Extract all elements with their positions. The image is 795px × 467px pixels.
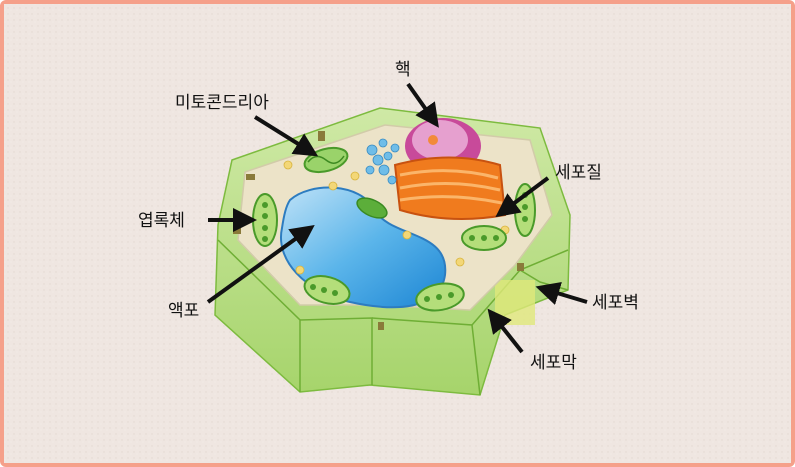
chloroplast <box>252 193 278 247</box>
endoplasmic-reticulum <box>393 156 507 220</box>
cell-wall-arrow <box>535 281 588 305</box>
chloroplast <box>461 225 507 251</box>
cell-membrane-arrow <box>487 308 524 354</box>
mitochondria-arrow <box>253 115 319 157</box>
nucleus-arrow <box>406 82 439 128</box>
vacuole-arrow <box>206 224 315 304</box>
chloroplast <box>356 197 388 219</box>
cytoplasm-arrow <box>495 176 550 218</box>
label-mitochondria: 미토콘드리아 <box>175 93 269 113</box>
label-chloroplast: 엽록체 <box>138 211 185 231</box>
chloroplasts <box>252 183 536 312</box>
golgi-apparatus <box>365 138 400 185</box>
label-cytoplasm: 세포질 <box>555 163 602 183</box>
label-vacuole: 액포 <box>168 301 199 321</box>
pointer-arrows <box>206 82 588 354</box>
chloroplast <box>303 275 351 305</box>
label-cell-wall: 세포벽 <box>592 293 639 313</box>
label-cell-membrane: 세포막 <box>530 353 577 373</box>
chloroplast <box>415 282 465 312</box>
label-nucleus: 핵 <box>395 60 411 80</box>
